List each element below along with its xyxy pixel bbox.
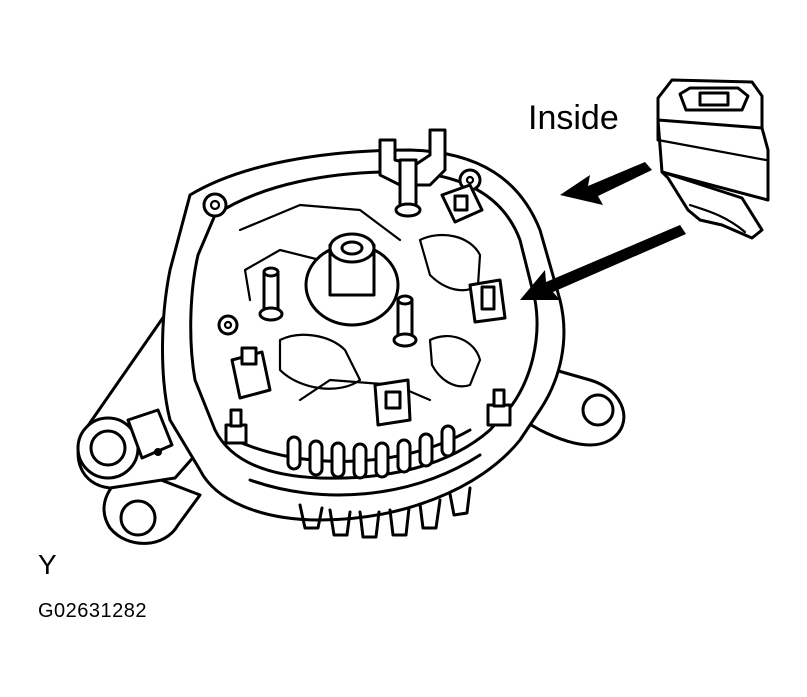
top-terminal — [378, 128, 447, 218]
cooling-slots — [286, 424, 456, 480]
rotor-shaft — [304, 232, 400, 327]
alternator-rear-housing — [76, 148, 626, 545]
brush-holder-cover — [656, 78, 770, 240]
lower-arrow — [520, 225, 686, 300]
inside-arrows — [520, 162, 686, 300]
housing-bolts — [202, 168, 512, 445]
fan-teeth — [298, 486, 472, 539]
figure-code: G02631282 — [38, 600, 148, 622]
view-label: Y — [38, 549, 57, 580]
internal-bracket — [238, 203, 482, 402]
upper-arrow — [560, 162, 652, 205]
inside-label: Inside — [528, 99, 619, 137]
connector-terminals — [230, 183, 507, 427]
terminal-studs — [258, 266, 418, 348]
